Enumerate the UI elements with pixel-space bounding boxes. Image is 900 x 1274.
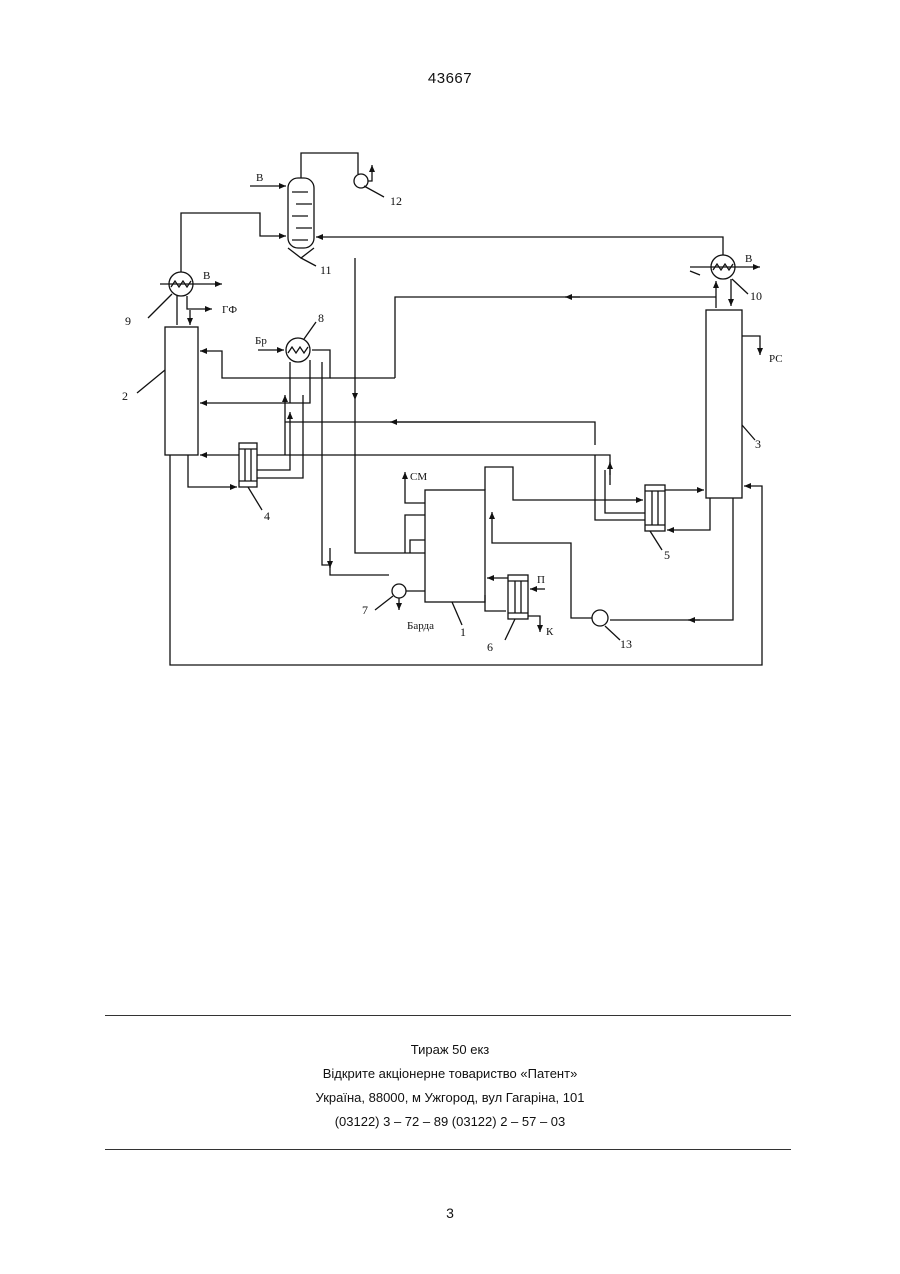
column-3: [706, 310, 742, 498]
label-7: 7: [362, 603, 368, 617]
label-1: 1: [460, 625, 466, 639]
column-2: [165, 327, 198, 455]
exchanger-5: [645, 485, 665, 531]
process-flow-diagram: 1 2 3 4 5 6 7 8 9 10 11 12 13 В В В ГФ Б…: [0, 0, 900, 700]
piping: [160, 153, 762, 665]
label-p: П: [537, 574, 545, 586]
label-gf: ГФ: [222, 304, 237, 316]
label-12: 12: [390, 194, 402, 208]
label-sm: СМ: [410, 471, 427, 483]
pump-7: [392, 584, 406, 598]
exchanger-6: [508, 575, 528, 619]
pump-12: [354, 165, 372, 188]
top-divider: [105, 1015, 791, 1016]
label-rs: РС: [769, 353, 783, 365]
imprint-circulation: Тираж 50 екз: [0, 1038, 900, 1062]
label-br: Бр: [255, 335, 267, 347]
label-9: 9: [125, 314, 131, 328]
imprint-publisher: Відкрите акціонерне товариство «Патент»: [0, 1062, 900, 1086]
scrubber-11: [288, 178, 314, 258]
leader-lines: [137, 186, 755, 640]
label-5: 5: [664, 548, 670, 562]
label-water-11: В: [256, 172, 263, 184]
label-11: 11: [320, 263, 332, 277]
label-barda: Барда: [407, 620, 434, 632]
label-2: 2: [122, 389, 128, 403]
label-10: 10: [750, 289, 762, 303]
exchanger-4: [239, 443, 257, 487]
label-13: 13: [620, 637, 632, 651]
vessel-1: [425, 490, 485, 602]
label-water-9: В: [203, 270, 210, 282]
label-k: К: [546, 626, 554, 638]
label-8: 8: [318, 311, 324, 325]
pump-13: [592, 610, 608, 626]
label-water-10: В: [745, 253, 752, 265]
label-3: 3: [755, 437, 761, 451]
bottom-divider: [105, 1149, 791, 1150]
page-number: 3: [0, 1205, 900, 1221]
imprint-phones: (03122) 3 – 72 – 89 (03122) 2 – 57 – 03: [0, 1110, 900, 1134]
label-6: 6: [487, 640, 493, 654]
heat-exchanger-8: [286, 338, 310, 362]
imprint-address: Україна, 88000, м Ужгород, вул Гагаріна,…: [0, 1086, 900, 1110]
imprint-block: Тираж 50 екз Відкрите акціонерне товарис…: [0, 1038, 900, 1134]
label-4: 4: [264, 509, 270, 523]
